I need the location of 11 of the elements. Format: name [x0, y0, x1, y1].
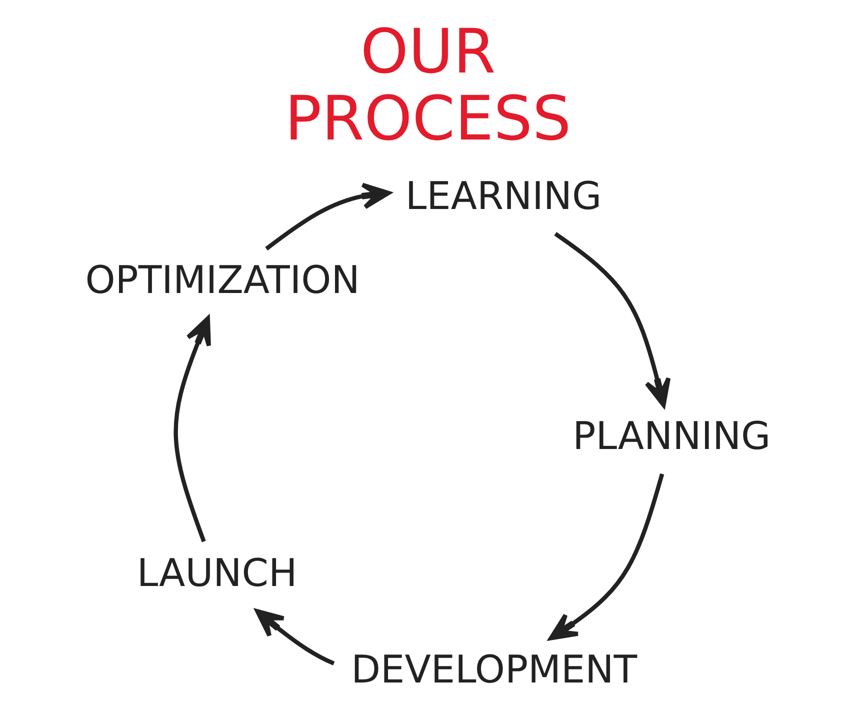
node-text: LAUNCH — [136, 552, 298, 596]
arrow — [554, 232, 671, 408]
node-text: PLANNING — [572, 415, 771, 460]
arrow — [548, 473, 664, 640]
node-text: LEARNING — [405, 174, 602, 219]
arrow — [174, 316, 211, 542]
arrow — [255, 609, 335, 666]
node-text: DEVELOPMENT — [351, 648, 638, 692]
node-text: OPTIMIZATION — [85, 258, 360, 303]
arrow — [265, 182, 391, 250]
diagram-title: OUR PROCESS — [284, 16, 572, 154]
